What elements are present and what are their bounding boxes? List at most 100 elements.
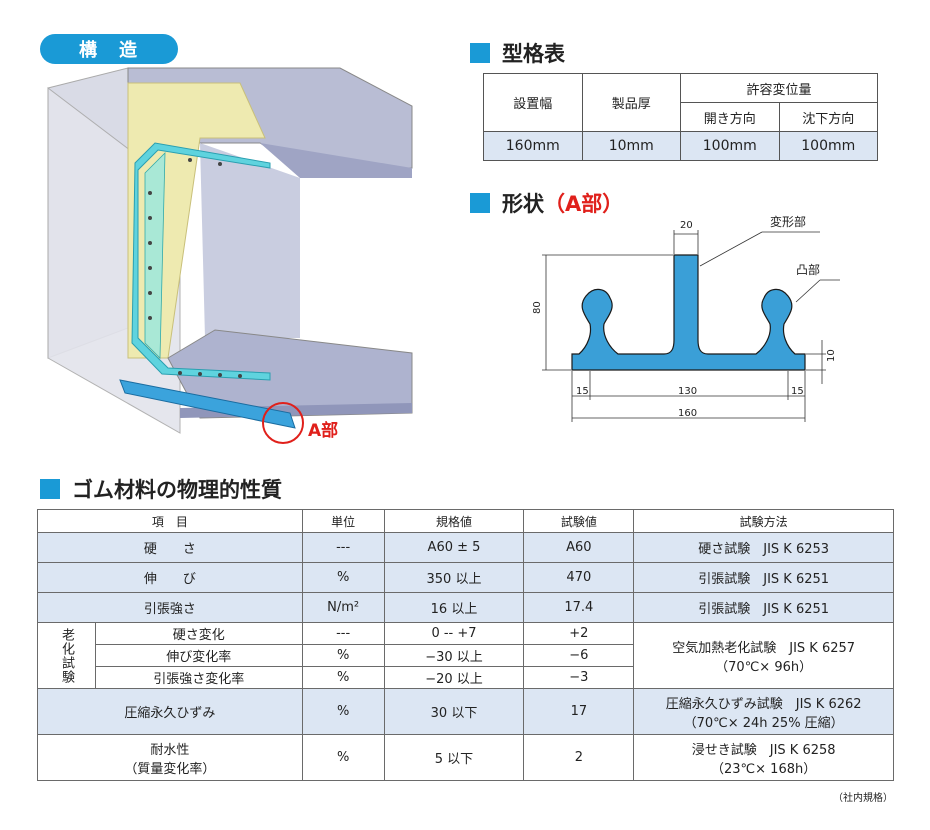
row-method: 浸せき試験 JIS K 6258 （23℃× 168h） [633,734,894,781]
props-header-result: 試験値 [523,509,635,533]
row-spec: 5 以下 [383,734,525,781]
spec-value-width: 160mm [483,131,583,161]
row-result: 17 [523,688,635,735]
spec-heading-text: 型格表 [502,42,565,66]
row-result: +2 [523,622,635,645]
bottom-channel [119,379,296,429]
row-item: 伸 び [37,562,303,593]
aging-label: 老化試験 [37,622,96,689]
spec-header-open: 開き方向 [680,102,780,132]
row-item: 引張強さ [37,592,303,623]
row-method: 引張試験 JIS K 6251 [633,592,894,623]
joint-seal [131,142,271,381]
heading-square-icon [470,193,490,213]
shape-heading: 形状（A部） [470,188,623,218]
dim-top: 20 [680,220,693,231]
compression-method-line1: 圧縮永久ひずみ試験 JIS K 6262 [665,696,862,712]
row-unit: % [301,666,385,689]
row-method: 引張試験 JIS K 6251 [633,562,894,593]
row-result: 2 [523,734,635,781]
spec-header-allowable: 許容変位量 [680,73,878,103]
water-item-line1: 耐水性 [150,742,190,758]
dim-height: 80 [532,301,543,314]
spec-header-settle: 沈下方向 [778,102,878,132]
properties-table: 項 目 単位 規格値 試験値 試験方法 硬 さ --- A60 ± 5 A60 … [37,509,894,781]
a-part-label: A部 [308,421,339,441]
structure-illustration [47,67,413,444]
label-deform: 変形部 [770,214,806,229]
table-row: 伸び変化率 % −30 以上 −6 [38,644,894,667]
table-row: 伸 び % 350 以上 470 引張試験 JIS K 6251 [37,562,894,593]
row-unit: % [301,688,385,735]
dim-thick: 10 [826,349,837,362]
table-row: 老化試験 硬さ変化 --- 0 -- +7 +2 空気加熱老化試験 JIS K … [37,622,894,689]
row-spec: 350 以上 [383,562,525,593]
table-row: 引張強さ N/m² 16 以上 17.4 引張試験 JIS K 6251 [37,592,894,623]
structure-title-pill: 構造 [40,34,178,64]
dim-left: 15 [576,386,589,397]
structure-opening [200,143,300,338]
props-header-item: 項 目 [37,509,303,533]
table-row: 耐水性 （質量変化率） % 5 以下 2 浸せき試験 JIS K 6258 （2… [37,734,894,781]
dim-middle: 130 [678,386,697,397]
row-method: 硬さ試験 JIS K 6253 [633,532,894,563]
props-header-unit: 単位 [301,509,385,533]
row-result: 17.4 [523,592,635,623]
shape-drawing: 20 80 10 15 130 15 160 変形部 凸部 [532,214,840,422]
spec-value-thickness: 10mm [581,131,681,161]
table-row: 引張強さ変化率 % −20 以上 −3 [38,666,894,689]
dim-right: 15 [791,386,804,397]
row-spec: 16 以上 [383,592,525,623]
heading-square-icon [470,43,490,63]
props-header-spec: 規格値 [383,509,525,533]
row-result: −6 [523,644,635,667]
joint-plate [144,152,166,359]
water-item-line2: （質量変化率） [124,761,216,777]
spec-table: 設置幅 製品厚 許容変位量 開き方向 沈下方向 160mm 10mm 100mm… [483,73,878,161]
row-unit: --- [301,532,385,563]
row-unit: % [301,734,385,781]
row-spec: −30 以上 [383,644,525,667]
row-unit: % [301,562,385,593]
row-result: 470 [523,562,635,593]
structure-top-face [260,143,412,178]
row-spec: −20 以上 [383,666,525,689]
footnote: （社内規格） [833,793,893,804]
structure-title: 構造 [79,40,159,61]
props-heading-text: ゴム材料の物理的性質 [72,478,282,502]
row-spec: 0 -- +7 [383,622,525,645]
dim-total: 160 [678,408,697,419]
water-method-line2: （23℃× 168h） [711,761,817,777]
props-heading: ゴム材料の物理的性質 [40,474,282,504]
row-method: 圧縮永久ひずみ試験 JIS K 6262 （70℃× 24h 25% 圧縮） [633,688,894,735]
rubber-profile [571,254,806,371]
water-method-line1: 浸せき試験 JIS K 6258 [691,742,836,758]
row-item: 耐水性 （質量変化率） [37,734,303,781]
row-unit: --- [301,622,385,645]
anchor-bolts [148,158,242,378]
shape-heading-text: 形状（A部） [502,188,623,218]
table-row: 硬 さ --- A60 ± 5 A60 硬さ試験 JIS K 6253 [37,532,894,563]
row-result: −3 [523,666,635,689]
shape-heading-main: 形状 [502,192,544,216]
spec-header-thickness: 製品厚 [581,73,681,132]
spec-header-width: 設置幅 [483,73,583,132]
row-item: 硬 さ [37,532,303,563]
row-unit: N/m² [301,592,385,623]
label-bump: 凸部 [796,262,820,277]
aging-method: 空気加熱老化試験 JIS K 6257 （70℃× 96h） [633,622,894,689]
row-result: A60 [523,532,635,563]
row-item: 硬さ変化 [94,622,303,645]
compression-method-line2: （70℃× 24h 25% 圧縮） [683,715,844,731]
aging-method-line1: 空気加熱老化試験 JIS K 6257 [672,640,856,656]
aging-method-line2: （70℃× 96h） [715,659,813,675]
props-header-method: 試験方法 [633,509,894,533]
row-spec: A60 ± 5 [383,532,525,563]
table-row: 圧縮永久ひずみ % 30 以下 17 圧縮永久ひずみ試験 JIS K 6262 … [37,688,894,735]
structure-concrete-face [127,82,266,359]
spec-value-open: 100mm [680,131,780,161]
row-item: 圧縮永久ひずみ [37,688,303,735]
row-item: 引張強さ変化率 [94,666,303,689]
row-spec: 30 以下 [383,688,525,735]
spec-heading: 型格表 [470,38,565,68]
